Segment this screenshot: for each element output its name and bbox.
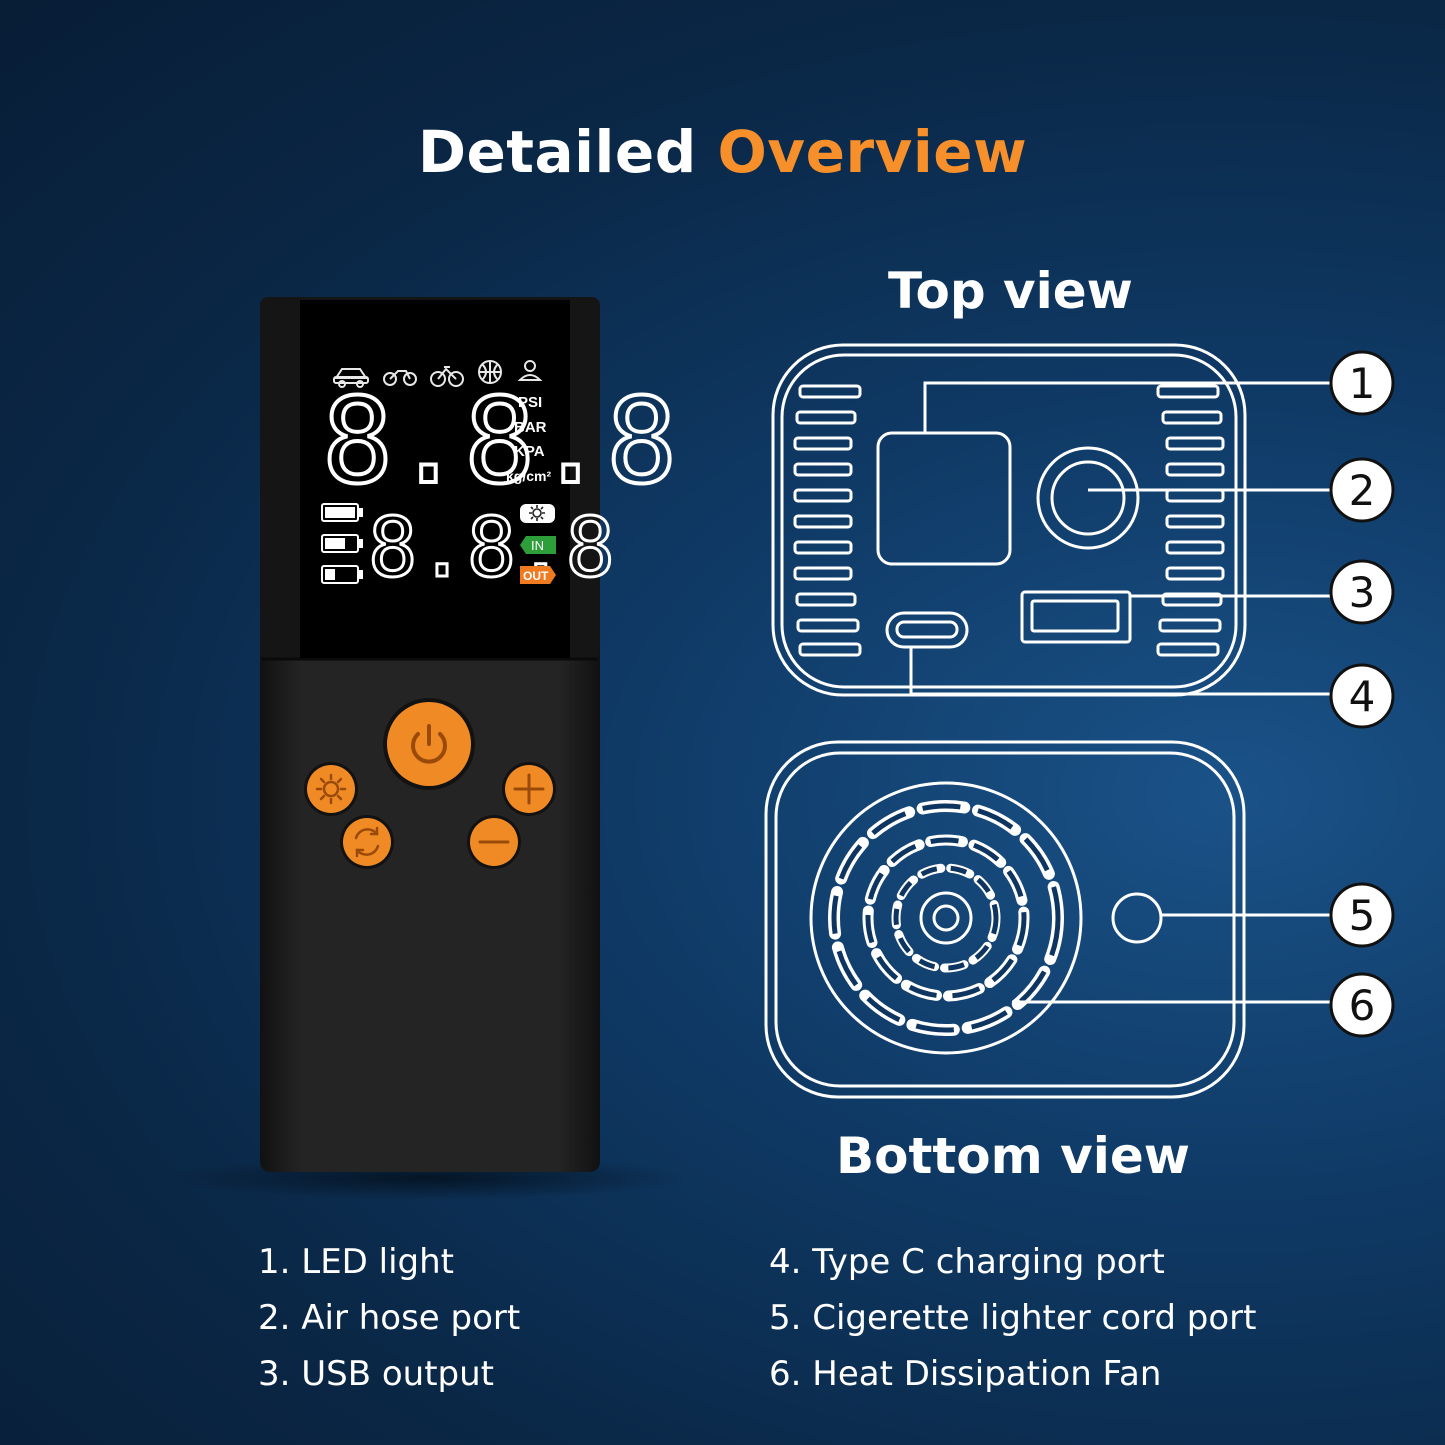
air-hose-port-inner <box>1050 460 1126 536</box>
unit-kgcm: kg/cm² <box>506 468 551 484</box>
battery-low-icon <box>321 565 363 584</box>
led-light-window <box>876 431 1012 566</box>
callout-6: 6 <box>1349 981 1376 1030</box>
pressure-digits: 8.8.8 <box>322 372 677 510</box>
callout-3: 3 <box>1349 568 1376 617</box>
light-button-icon <box>315 773 347 805</box>
mode-button <box>343 818 391 866</box>
top-inner-shell <box>780 353 1238 689</box>
callout-2-circle <box>1329 457 1395 523</box>
car-icon <box>333 368 369 388</box>
title-part-1: Detailed <box>417 118 697 186</box>
in-indicator <box>520 536 556 554</box>
leader-1 <box>923 381 1333 433</box>
type-c-port-inner <box>895 620 959 639</box>
title-part-2: Overview <box>717 118 1028 186</box>
out-indicator-label: OUT <box>523 569 549 583</box>
battery-half-icon <box>321 534 363 553</box>
page-title: Detailed Overview <box>0 118 1445 186</box>
top-left-vents <box>793 384 862 657</box>
callout-4-circle <box>1329 663 1395 729</box>
bicycle-icon <box>430 366 464 387</box>
ball-icon <box>478 360 502 384</box>
out-indicator <box>520 566 556 584</box>
lcd-screen <box>300 300 570 658</box>
callout-5-circle <box>1329 882 1395 948</box>
light-indicator-icon <box>529 505 545 521</box>
usb-port-outer <box>1020 590 1132 644</box>
feature-list-right: 4. Type C charging port 5. Cigerette lig… <box>769 1234 1257 1402</box>
top-right-vents <box>1156 384 1225 657</box>
callout-1: 1 <box>1349 359 1376 408</box>
fan-grille-icon <box>809 781 1083 1055</box>
plus-icon <box>513 773 545 805</box>
battery-icons <box>321 503 363 584</box>
battery-full-icon <box>321 503 363 522</box>
bottom-view-label: Bottom view <box>836 1127 1190 1185</box>
feature-list-left: 1. LED light 2. Air hose port 3. USB out… <box>258 1234 520 1402</box>
feature-item: 1. LED light <box>258 1242 455 1282</box>
callout-5: 5 <box>1349 891 1376 940</box>
unit-kpa: KPA <box>514 443 545 460</box>
feature-item: 3. USB output <box>258 1354 494 1394</box>
secondary-digits: 8.8.8 <box>368 501 615 596</box>
feature-item: 2. Air hose port <box>258 1298 521 1338</box>
callout-2: 2 <box>1349 466 1376 515</box>
leader-4 <box>909 647 1333 696</box>
mode-icons <box>333 360 543 388</box>
custom-mode-icon <box>517 360 543 381</box>
top-view-label: Top view <box>888 262 1133 320</box>
callout-4: 4 <box>1349 672 1376 721</box>
callout-1-circle <box>1329 350 1395 416</box>
light-button <box>307 765 355 813</box>
usb-port-inner <box>1030 599 1120 633</box>
cigarette-lighter-port <box>1111 892 1163 944</box>
in-indicator-label: IN <box>531 538 544 553</box>
feature-item: 4. Type C charging port <box>769 1242 1165 1282</box>
power-icon <box>411 724 447 764</box>
cycle-icon <box>354 826 380 858</box>
feature-item: 6. Heat Dissipation Fan <box>769 1354 1162 1394</box>
bottom-outer-shell <box>764 740 1246 1099</box>
unit-bar: BAR <box>514 419 547 436</box>
type-c-port-outer <box>885 611 969 649</box>
light-indicator <box>520 504 555 523</box>
callout-6-circle <box>1329 972 1395 1038</box>
callout-3-circle <box>1329 559 1395 625</box>
unit-psi: PSI <box>518 394 542 411</box>
motorbike-icon <box>383 370 417 386</box>
feature-item: 5. Cigerette lighter cord port <box>769 1298 1257 1338</box>
bottom-inner-shell <box>774 751 1236 1088</box>
air-hose-port-outer <box>1036 446 1140 550</box>
